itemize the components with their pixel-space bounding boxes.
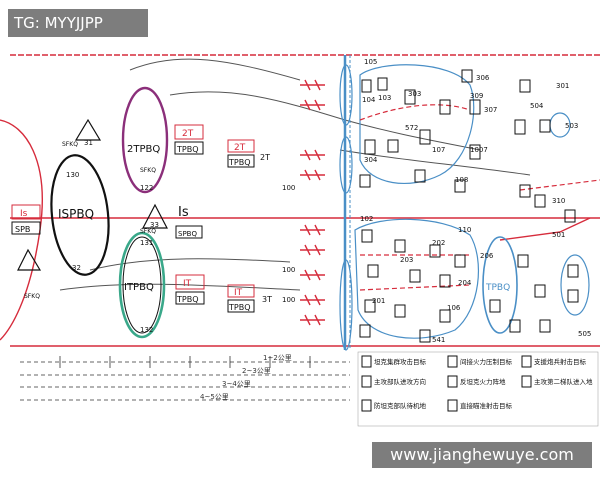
num-1007: 1007 [470, 146, 488, 154]
num-32: 32 [72, 264, 81, 272]
site-watermark: www.jianghewuye.com [372, 442, 592, 468]
legend-item-2: 主攻部队进攻方向 [374, 377, 426, 386]
attack-arrows [359, 104, 600, 291]
legend-item-5: 反坦克火力阵地 [460, 377, 506, 386]
legend-item-7: 支援炮兵射击目标 [534, 357, 587, 366]
num-309: 309 [470, 92, 483, 100]
legend [357, 351, 599, 427]
watermark-tag: TG: MYYJJPP [8, 9, 148, 37]
num-505: 505 [578, 330, 591, 338]
legend-item-8: 主攻第二梯队进入地 [534, 377, 593, 386]
one-t-label-a: IT [183, 279, 192, 289]
num-201: 201 [372, 297, 385, 305]
tpbq-label-a: TPBQ [176, 145, 199, 154]
terrain-lines [59, 58, 531, 291]
num-303: 303 [408, 90, 421, 98]
sfkq-label-c: SFKQ [140, 228, 156, 235]
legend-item-6: 直接瞄准射击目标 [460, 401, 513, 410]
two-t-mid-label: 2T [260, 153, 270, 162]
is-box-label: Is [20, 209, 28, 219]
num-310: 310 [552, 197, 565, 205]
num-206: 206 [480, 252, 494, 260]
num-110: 110 [458, 226, 471, 234]
num-204: 204 [458, 279, 472, 287]
num-504: 504 [530, 102, 544, 110]
num-100a: 100 [282, 184, 295, 192]
num-503: 503 [565, 122, 578, 130]
distance-label-4: 4~5公里 [200, 393, 229, 401]
two-t-label-a: 2T [182, 129, 194, 139]
formation-ellipse-tpbq-right [482, 236, 518, 334]
three-t-mid-label: 3T [262, 295, 272, 304]
formation-label-2tpbq: 2TPBQ [127, 144, 160, 155]
num-105: 105 [364, 58, 377, 66]
front-line [339, 55, 353, 351]
num-132: 132 [140, 326, 153, 334]
num-102: 102 [360, 215, 373, 223]
two-t-label-b: 2T [234, 143, 246, 153]
num-131: 131 [140, 239, 153, 247]
formation-ellipse-1spbq [50, 154, 110, 276]
distance-label-1: 1~2公里 [263, 354, 292, 362]
sfkq-label-a: SFKQ [140, 167, 156, 174]
distance-ticks [59, 356, 311, 368]
artillery-flags [300, 79, 325, 326]
num-301: 301 [556, 82, 569, 90]
legend-item-3: 防坦克部队待机地 [374, 401, 427, 410]
num-104: 104 [362, 96, 376, 104]
num-108: 108 [455, 176, 468, 184]
tpbq-label-d: TPBQ [228, 303, 251, 312]
num-100b: 100 [282, 266, 295, 274]
unit-symbols [359, 69, 579, 343]
num-122: 122 [140, 184, 153, 192]
legend-item-1: 坦克集群攻击目标 [374, 357, 427, 366]
num-304: 304 [364, 156, 378, 164]
one-t-label-b: IT [234, 288, 243, 298]
spb-box-label: SPB [15, 225, 30, 234]
distance-label-2: 2~3公里 [242, 367, 271, 375]
num-541: 541 [432, 336, 445, 344]
red-boundaries [0, 54, 600, 347]
distance-lines [20, 361, 350, 401]
formation-ellipse-1tpbq [118, 231, 166, 339]
num-103: 103 [378, 94, 391, 102]
formation-label-tpbq-right: TPBQ [485, 283, 510, 293]
formation-label-1tpbq: ITPBQ [124, 282, 154, 293]
spbq-box-label: SPBQ [178, 230, 197, 238]
distance-label-3: 3~4公里 [222, 380, 251, 388]
command-posts [17, 118, 168, 271]
sfkq-label-b: SFKQ [62, 141, 78, 148]
is-main-label: Is [178, 205, 189, 220]
num-100c: 100 [282, 296, 295, 304]
num-202: 202 [432, 239, 445, 247]
tpbq-label-b: TPBQ [176, 295, 199, 304]
num-307: 307 [484, 106, 497, 114]
sfkq-label-d: SFKQ [24, 293, 40, 300]
num-130: 130 [66, 171, 79, 179]
tpbq-label-c: TPBQ [228, 158, 251, 167]
num-106: 106 [447, 304, 461, 312]
formation-ellipse-2tpbq [121, 86, 169, 194]
num-203: 203 [400, 256, 413, 264]
num-306: 306 [476, 74, 490, 82]
num-31: 31 [84, 139, 93, 147]
num-572: 572 [405, 124, 418, 132]
legend-item-4: 间接火力压制目标 [460, 357, 513, 366]
boxed-labels [11, 124, 255, 313]
num-33: 33 [150, 221, 159, 229]
formation-label-1spbq: ISPBQ [58, 207, 94, 221]
num-107: 107 [432, 146, 445, 154]
num-501: 501 [552, 231, 565, 239]
